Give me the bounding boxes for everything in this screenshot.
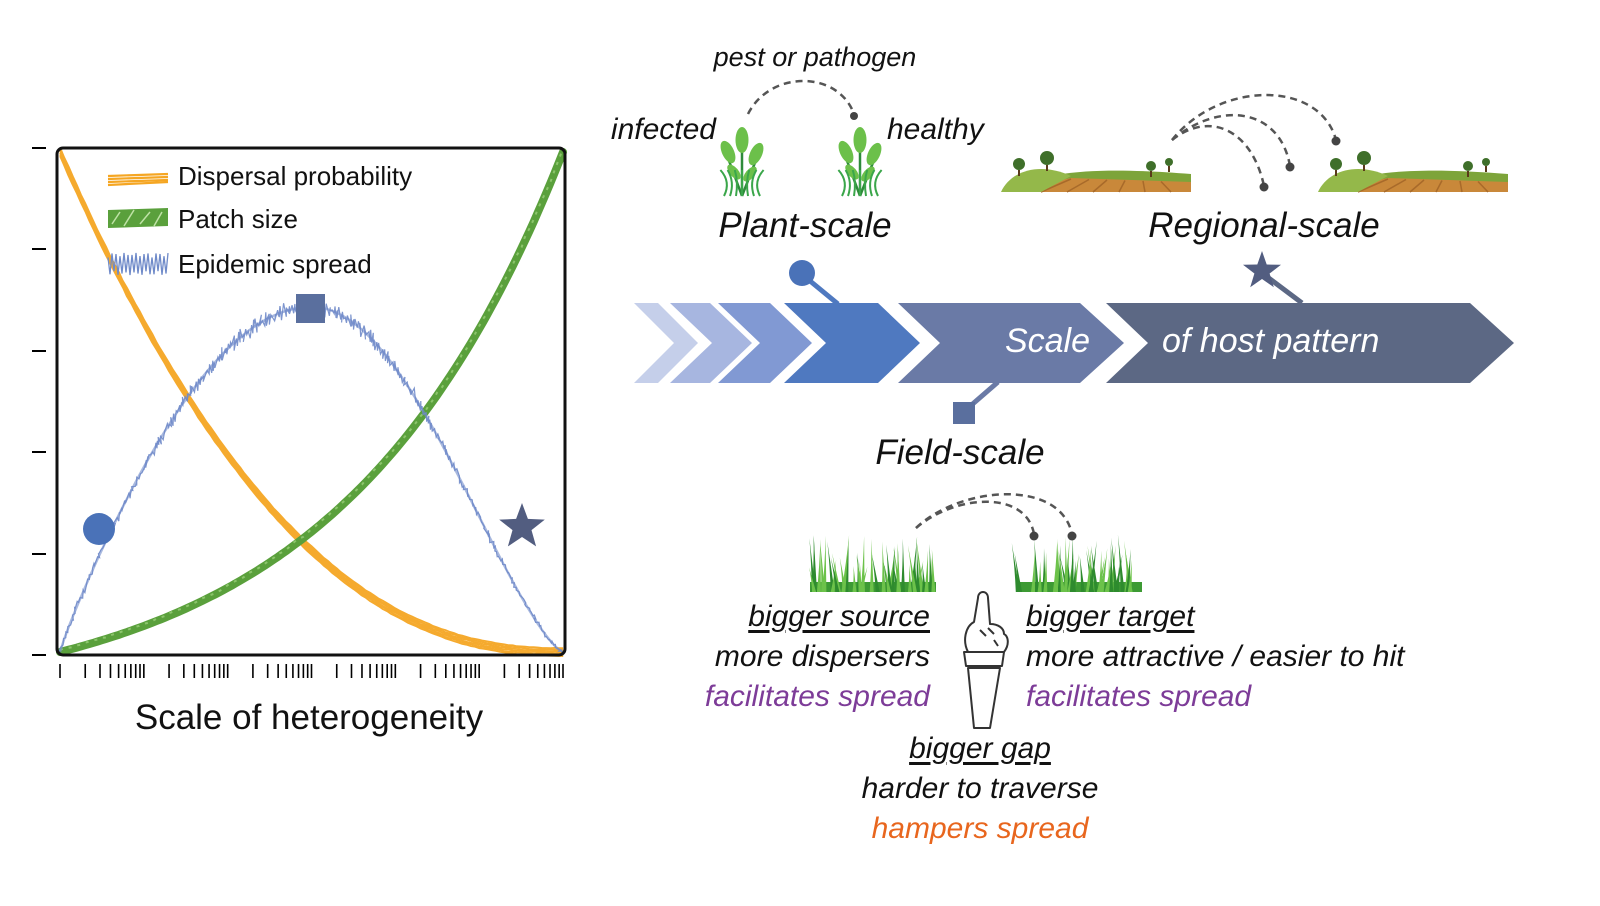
legend-swatch-patch [108, 208, 168, 228]
infected-plant-icon [719, 127, 765, 197]
landscape-right-icon [1318, 151, 1508, 193]
plant-scale-circle-marker [789, 260, 815, 286]
regional-pin-stem [1264, 274, 1304, 305]
regional-scale-title: Regional-scale [1148, 206, 1380, 245]
dispersal-stroke [59, 154, 564, 656]
arrow-label-host-pattern: of host pattern [1162, 322, 1380, 360]
landscape-left-icon [1001, 151, 1191, 193]
healthy-plant-icon [837, 127, 883, 197]
field-scale-square-marker [953, 402, 975, 424]
legend-swatch-epidemic [107, 252, 169, 276]
x-ticks [59, 664, 564, 678]
gap-line: harder to traverse [861, 772, 1099, 805]
arrow-segment-scale [898, 303, 1124, 383]
source-effect: facilitates spread [704, 680, 930, 713]
circle-marker [83, 513, 115, 545]
target-grass-icon [1011, 534, 1142, 592]
chevron-1 [634, 303, 698, 383]
star-marker [499, 503, 545, 547]
dispersal-stroke [59, 147, 564, 650]
pest-label: pest or pathogen [713, 42, 917, 72]
regional-landing-dot [1259, 182, 1269, 192]
infected-label: infected [610, 113, 716, 146]
target-line: more attractive / easier to hit [1026, 640, 1405, 673]
chevron-2 [670, 303, 752, 383]
field-landing-dot [1067, 531, 1077, 541]
field-landing-dot [1029, 531, 1039, 541]
patch-size-line [56, 148, 567, 656]
legend-label-epidemic: Epidemic spread [178, 249, 372, 279]
regional-landing-dot [1331, 136, 1341, 146]
pointing-hand-icon [963, 591, 1009, 729]
legend [107, 172, 169, 276]
gap-heading: bigger gap [909, 732, 1051, 765]
target-heading: bigger target [1026, 600, 1195, 633]
x-axis-label: Scale of heterogeneity [134, 698, 484, 737]
dispersal-stroke [59, 155, 564, 657]
square-marker [296, 294, 325, 323]
regional-scale-star-marker [1243, 251, 1281, 288]
plant-scale-title: Plant-scale [718, 206, 892, 245]
field-scale-title: Field-scale [875, 433, 1045, 472]
source-heading: bigger source [748, 600, 930, 633]
gap-effect: hampers spread [871, 812, 1089, 845]
chart-curves [56, 147, 567, 657]
pest-landing-dot [850, 112, 858, 120]
pest-dispersal-path [746, 79, 856, 115]
source-grass-icon [809, 535, 936, 592]
epidemic-core [58, 305, 564, 654]
legend-label-patch: Patch size [178, 204, 298, 234]
chevron-4 [784, 303, 920, 383]
target-effect: facilitates spread [1026, 680, 1252, 713]
chevron-3 [718, 303, 812, 383]
chart-frame [55, 146, 567, 657]
dispersal-stroke [59, 152, 564, 655]
legend-swatch-dispersal [107, 172, 169, 187]
dispersal-probability-line [59, 147, 564, 657]
legend-label-dispersal: Dispersal probability [178, 161, 413, 191]
regional-landing-dot [1285, 162, 1295, 172]
field-dispersal-paths [915, 493, 1074, 535]
y-ticks [32, 147, 46, 656]
arrow-label-scale: Scale [1004, 322, 1090, 360]
epidemic-scribble [58, 299, 563, 654]
chart [32, 146, 567, 678]
arrow-segment-host-pattern [1106, 303, 1514, 383]
epidemic-spread-line [58, 299, 564, 654]
regional-dispersal-paths [1171, 93, 1338, 187]
healthy-label: healthy [887, 113, 984, 146]
scale-arrow [634, 303, 1514, 383]
source-line: more dispersers [714, 640, 930, 673]
